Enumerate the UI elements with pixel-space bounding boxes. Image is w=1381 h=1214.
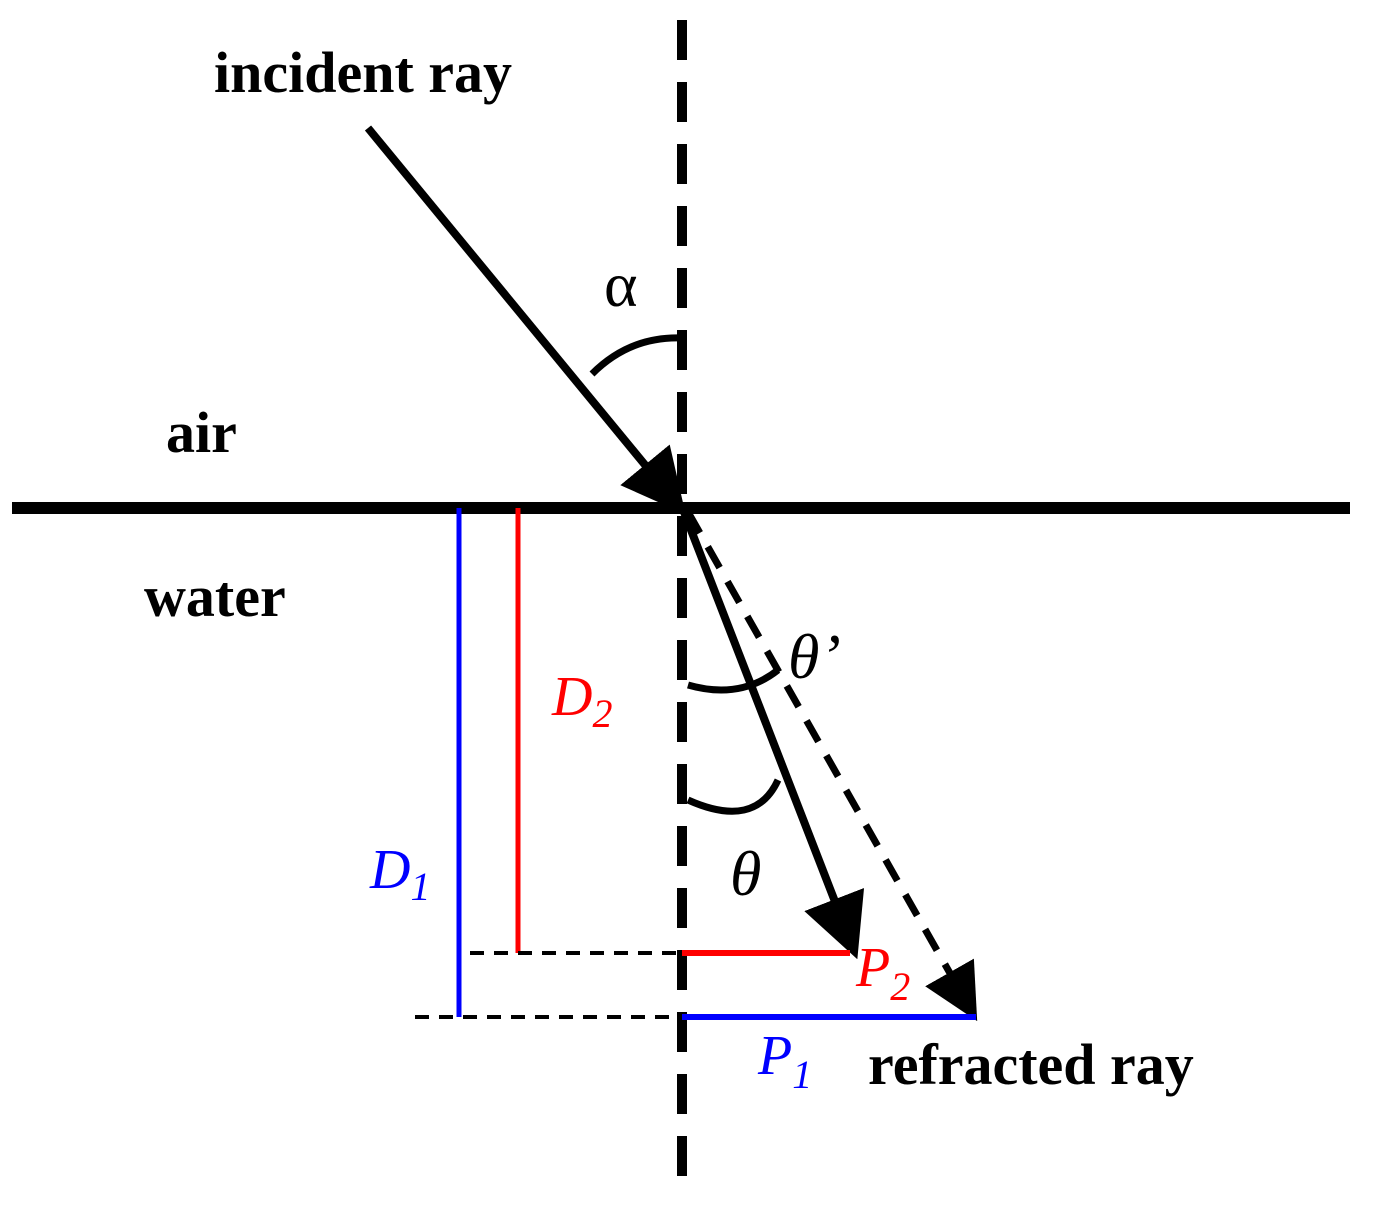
theta-angle-arc (686, 778, 782, 815)
apparent-ray-arrow (684, 510, 978, 1022)
alpha-angle-arc (589, 334, 683, 377)
p2-label: P2 (855, 937, 910, 1009)
incident-ray-label: incident ray (214, 40, 512, 105)
p1-label: P1 (757, 1025, 812, 1097)
d2-label: D2 (551, 666, 612, 736)
alpha-label: α (604, 249, 638, 320)
theta-prime-angle-arc (687, 667, 781, 694)
d1-label: D1 (369, 839, 430, 909)
incident-ray-arrow (364, 125, 686, 515)
refracted-ray-arrow (680, 510, 865, 960)
theta-label: θ (730, 838, 761, 909)
water-label: water (144, 564, 286, 629)
theta-prime-label: θ’ (788, 621, 841, 692)
air-label: air (166, 400, 237, 465)
refracted-ray-label: refracted ray (868, 1032, 1194, 1097)
